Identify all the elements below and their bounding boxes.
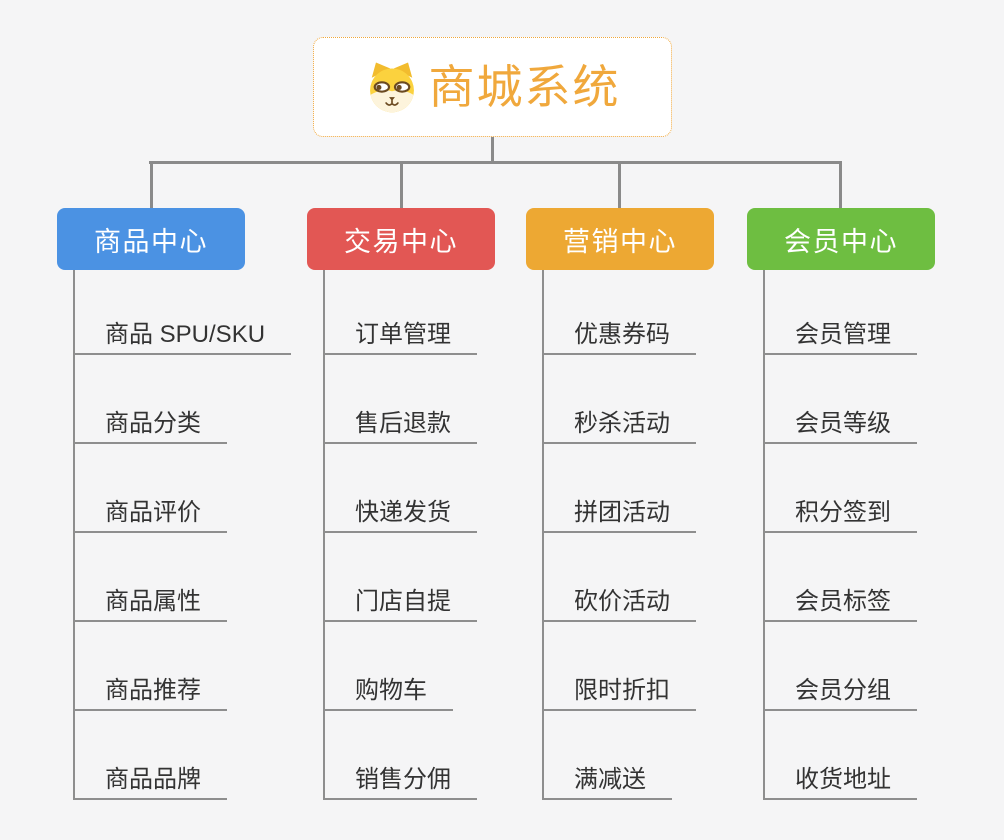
leaf-row: 商品分类 bbox=[75, 355, 291, 444]
branch-products: 商品中心 商品 SPU/SKU 商品分类 商品评价 商品属性 商品推荐 商品品牌 bbox=[57, 208, 292, 800]
leaf-row: 收货地址 bbox=[765, 711, 917, 800]
leaf-row: 售后退款 bbox=[325, 355, 477, 444]
leaf-row: 会员等级 bbox=[765, 355, 917, 444]
leaf-row: 满减送 bbox=[544, 711, 696, 800]
branch-marketing: 营销中心 优惠券码 秒杀活动 拼团活动 砍价活动 限时折扣 满减送 bbox=[526, 208, 714, 800]
connector-drop-marketing bbox=[618, 162, 621, 208]
leaf-node[interactable]: 商品 SPU/SKU bbox=[75, 323, 292, 355]
leaf-node[interactable]: 收货地址 bbox=[765, 768, 917, 800]
leaf-row: 拼团活动 bbox=[544, 444, 696, 533]
leaf-node[interactable]: 快递发货 bbox=[325, 501, 477, 533]
leaf-row: 商品属性 bbox=[75, 533, 291, 622]
branch-trade-children: 订单管理 售后退款 快递发货 门店自提 购物车 销售分佣 bbox=[323, 270, 477, 800]
leaf-node[interactable]: 商品评价 bbox=[75, 501, 227, 533]
connector-drop-products bbox=[150, 162, 153, 208]
branch-trade: 交易中心 订单管理 售后退款 快递发货 门店自提 购物车 销售分佣 bbox=[307, 208, 495, 800]
leaf-row: 积分签到 bbox=[765, 444, 917, 533]
leaf-row: 会员管理 bbox=[765, 270, 917, 355]
leaf-node[interactable]: 商品推荐 bbox=[75, 679, 227, 711]
leaf-node[interactable]: 会员标签 bbox=[765, 590, 917, 622]
leaf-node[interactable]: 订单管理 bbox=[325, 323, 477, 355]
connector-drop-members bbox=[839, 162, 842, 208]
leaf-node[interactable]: 限时折扣 bbox=[544, 679, 696, 711]
dog-icon bbox=[365, 60, 419, 114]
leaf-row: 门店自提 bbox=[325, 533, 477, 622]
leaf-row: 销售分佣 bbox=[325, 711, 477, 800]
leaf-row: 购物车 bbox=[325, 622, 477, 711]
leaf-node[interactable]: 会员分组 bbox=[765, 679, 917, 711]
branch-members-children: 会员管理 会员等级 积分签到 会员标签 会员分组 收货地址 bbox=[763, 270, 917, 800]
leaf-node[interactable]: 商品属性 bbox=[75, 590, 227, 622]
connector-root-stem bbox=[491, 137, 494, 163]
leaf-row: 会员标签 bbox=[765, 533, 917, 622]
leaf-node[interactable]: 商品分类 bbox=[75, 412, 227, 444]
branch-products-children: 商品 SPU/SKU 商品分类 商品评价 商品属性 商品推荐 商品品牌 bbox=[73, 270, 292, 800]
root-node-mall-system[interactable]: 商城系统 bbox=[313, 37, 672, 137]
leaf-row: 秒杀活动 bbox=[544, 355, 696, 444]
leaf-node[interactable]: 会员管理 bbox=[765, 323, 917, 355]
connector-drop-trade bbox=[400, 162, 403, 208]
leaf-node[interactable]: 门店自提 bbox=[325, 590, 477, 622]
branch-node-trade[interactable]: 交易中心 bbox=[307, 208, 495, 270]
leaf-row: 限时折扣 bbox=[544, 622, 696, 711]
leaf-node[interactable]: 优惠券码 bbox=[544, 323, 696, 355]
leaf-row: 商品评价 bbox=[75, 444, 291, 533]
branch-marketing-children: 优惠券码 秒杀活动 拼团活动 砍价活动 限时折扣 满减送 bbox=[542, 270, 696, 800]
branch-node-marketing[interactable]: 营销中心 bbox=[526, 208, 714, 270]
branch-members: 会员中心 会员管理 会员等级 积分签到 会员标签 会员分组 收货地址 bbox=[747, 208, 935, 800]
leaf-node[interactable]: 拼团活动 bbox=[544, 501, 696, 533]
branch-node-members[interactable]: 会员中心 bbox=[747, 208, 935, 270]
root-title: 商城系统 bbox=[428, 61, 621, 113]
leaf-node[interactable]: 积分签到 bbox=[765, 501, 917, 533]
leaf-node[interactable]: 满减送 bbox=[544, 768, 672, 800]
leaf-node[interactable]: 砍价活动 bbox=[544, 590, 696, 622]
leaf-node[interactable]: 售后退款 bbox=[325, 412, 477, 444]
connector-horizontal-bar bbox=[149, 161, 842, 164]
leaf-row: 优惠券码 bbox=[544, 270, 696, 355]
leaf-row: 砍价活动 bbox=[544, 533, 696, 622]
leaf-row: 商品品牌 bbox=[75, 711, 291, 800]
leaf-node[interactable]: 购物车 bbox=[325, 679, 453, 711]
leaf-row: 快递发货 bbox=[325, 444, 477, 533]
branch-node-products[interactable]: 商品中心 bbox=[57, 208, 245, 270]
leaf-node[interactable]: 会员等级 bbox=[765, 412, 917, 444]
leaf-row: 会员分组 bbox=[765, 622, 917, 711]
leaf-node[interactable]: 商品品牌 bbox=[75, 768, 227, 800]
leaf-row: 商品 SPU/SKU bbox=[75, 270, 292, 355]
leaf-node[interactable]: 销售分佣 bbox=[325, 768, 477, 800]
leaf-row: 商品推荐 bbox=[75, 622, 291, 711]
leaf-row: 订单管理 bbox=[325, 270, 477, 355]
leaf-node[interactable]: 秒杀活动 bbox=[544, 412, 696, 444]
